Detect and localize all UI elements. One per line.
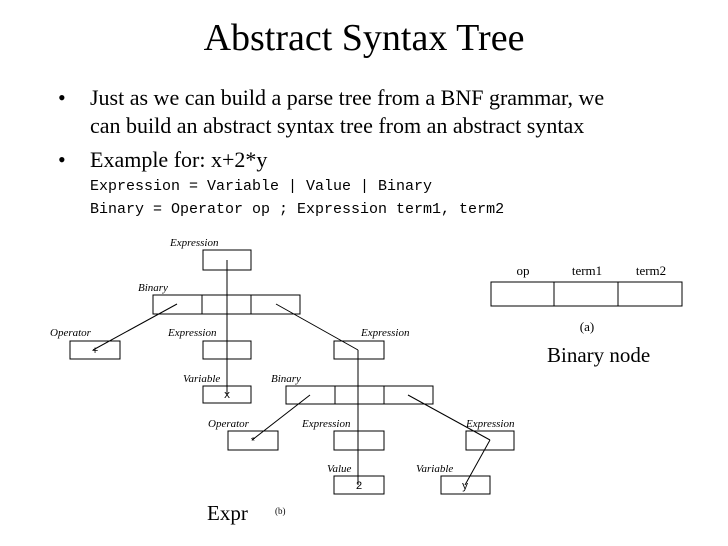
operator-times-box [227, 430, 279, 451]
label-operator-1: Operator [50, 327, 92, 339]
code-line-1: Expression = Variable | Value | Binary [90, 178, 433, 195]
tree-caption: Expr [207, 501, 248, 525]
label-operator-2: Operator [208, 418, 250, 430]
label-value-1: Value [327, 463, 352, 475]
value-x: x [224, 390, 231, 402]
label-expression-right: Expression [360, 327, 410, 339]
tree-caption-small: (b) [275, 506, 286, 516]
value-y: y [462, 481, 469, 493]
slide-title: Abstract Syntax Tree [203, 17, 525, 59]
bullet-1-line-1: Just as we can build a parse tree from a… [90, 85, 605, 110]
bullet-dot: • [58, 147, 66, 172]
binary-2-node [285, 385, 434, 405]
operator-plus-box [69, 340, 121, 360]
binary-node-box [490, 281, 683, 307]
value-plus: + [92, 346, 99, 358]
expression-2a-box [333, 430, 385, 451]
bullet-2-line-1: Example for: x+2*y [90, 147, 268, 172]
binary-field-term1: term1 [572, 263, 602, 278]
label-binary-2: Binary [271, 373, 301, 385]
value-times: * [250, 437, 257, 449]
bullet-1-line-2: can build an abstract syntax tree from a… [90, 113, 585, 138]
binary-caption-small: (a) [580, 319, 594, 334]
value-two: 2 [356, 481, 363, 493]
binary-node-caption: Binary node [547, 343, 650, 367]
label-binary-1: Binary [138, 282, 168, 294]
value-2-box [333, 475, 385, 495]
label-expression-2b: Expression [465, 418, 515, 430]
binary-field-term2: term2 [636, 263, 666, 278]
binary-field-op: op [517, 263, 530, 278]
label-variable-1: Variable [183, 373, 220, 385]
label-expression-2a: Expression [301, 418, 351, 430]
label-expression-left: Expression [167, 327, 217, 339]
expression-2b-box [465, 430, 515, 451]
label-root-expression: Expression [169, 237, 219, 249]
expression-right-box [333, 340, 385, 360]
code-line-2: Binary = Operator op ; Expression term1,… [90, 201, 505, 218]
variable-y-box [440, 475, 491, 495]
label-variable-2: Variable [416, 463, 453, 475]
bullet-dot: • [58, 85, 66, 110]
